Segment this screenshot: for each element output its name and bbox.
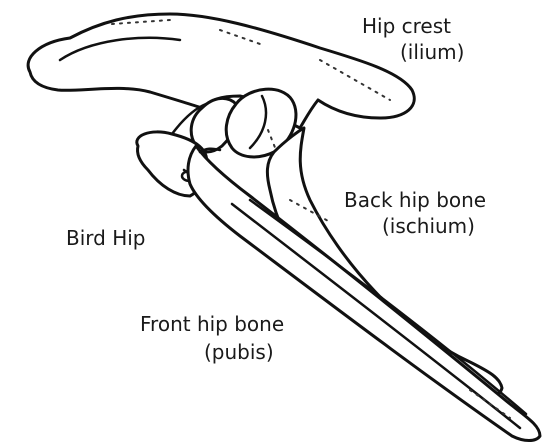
ischium-label-line2: (ischium) xyxy=(382,214,475,238)
ilium-label-line2: (ilium) xyxy=(400,40,464,64)
ischium-label-line1: Back hip bone xyxy=(344,188,486,212)
bird-hip-label: Bird Hip xyxy=(66,226,146,250)
pubis-label-line2: (pubis) xyxy=(204,340,274,364)
pubis-label-line1: Front hip bone xyxy=(140,312,284,336)
ilium-label-line1: Hip crest xyxy=(362,14,451,38)
